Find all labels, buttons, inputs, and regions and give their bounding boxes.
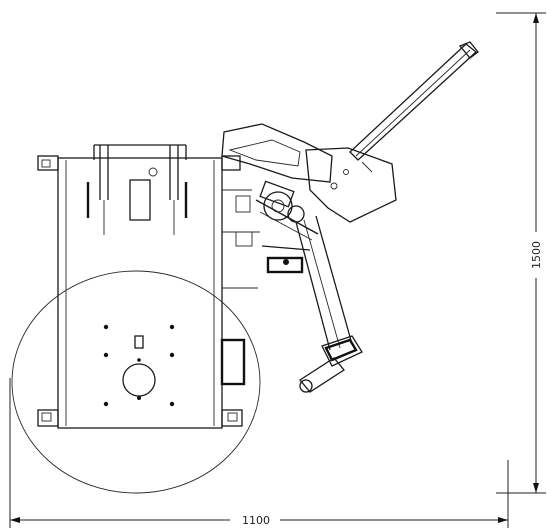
joint-cluster [259, 180, 311, 274]
base-frame [37, 155, 243, 429]
dimension-height-label: 1500 [530, 241, 543, 269]
dimension-height: 1500 [496, 12, 546, 494]
lower-arm [255, 199, 353, 351]
dimension-width: 1100 [9, 378, 509, 528]
top-bracket [86, 144, 188, 235]
mounting-plate [103, 324, 246, 407]
end-effector [299, 335, 363, 393]
side-mechanism [222, 189, 260, 289]
extension-arm [349, 41, 479, 173]
upper-arm [221, 123, 397, 223]
work-table-circle [11, 270, 261, 494]
dimension-width-label: 1100 [242, 514, 270, 527]
